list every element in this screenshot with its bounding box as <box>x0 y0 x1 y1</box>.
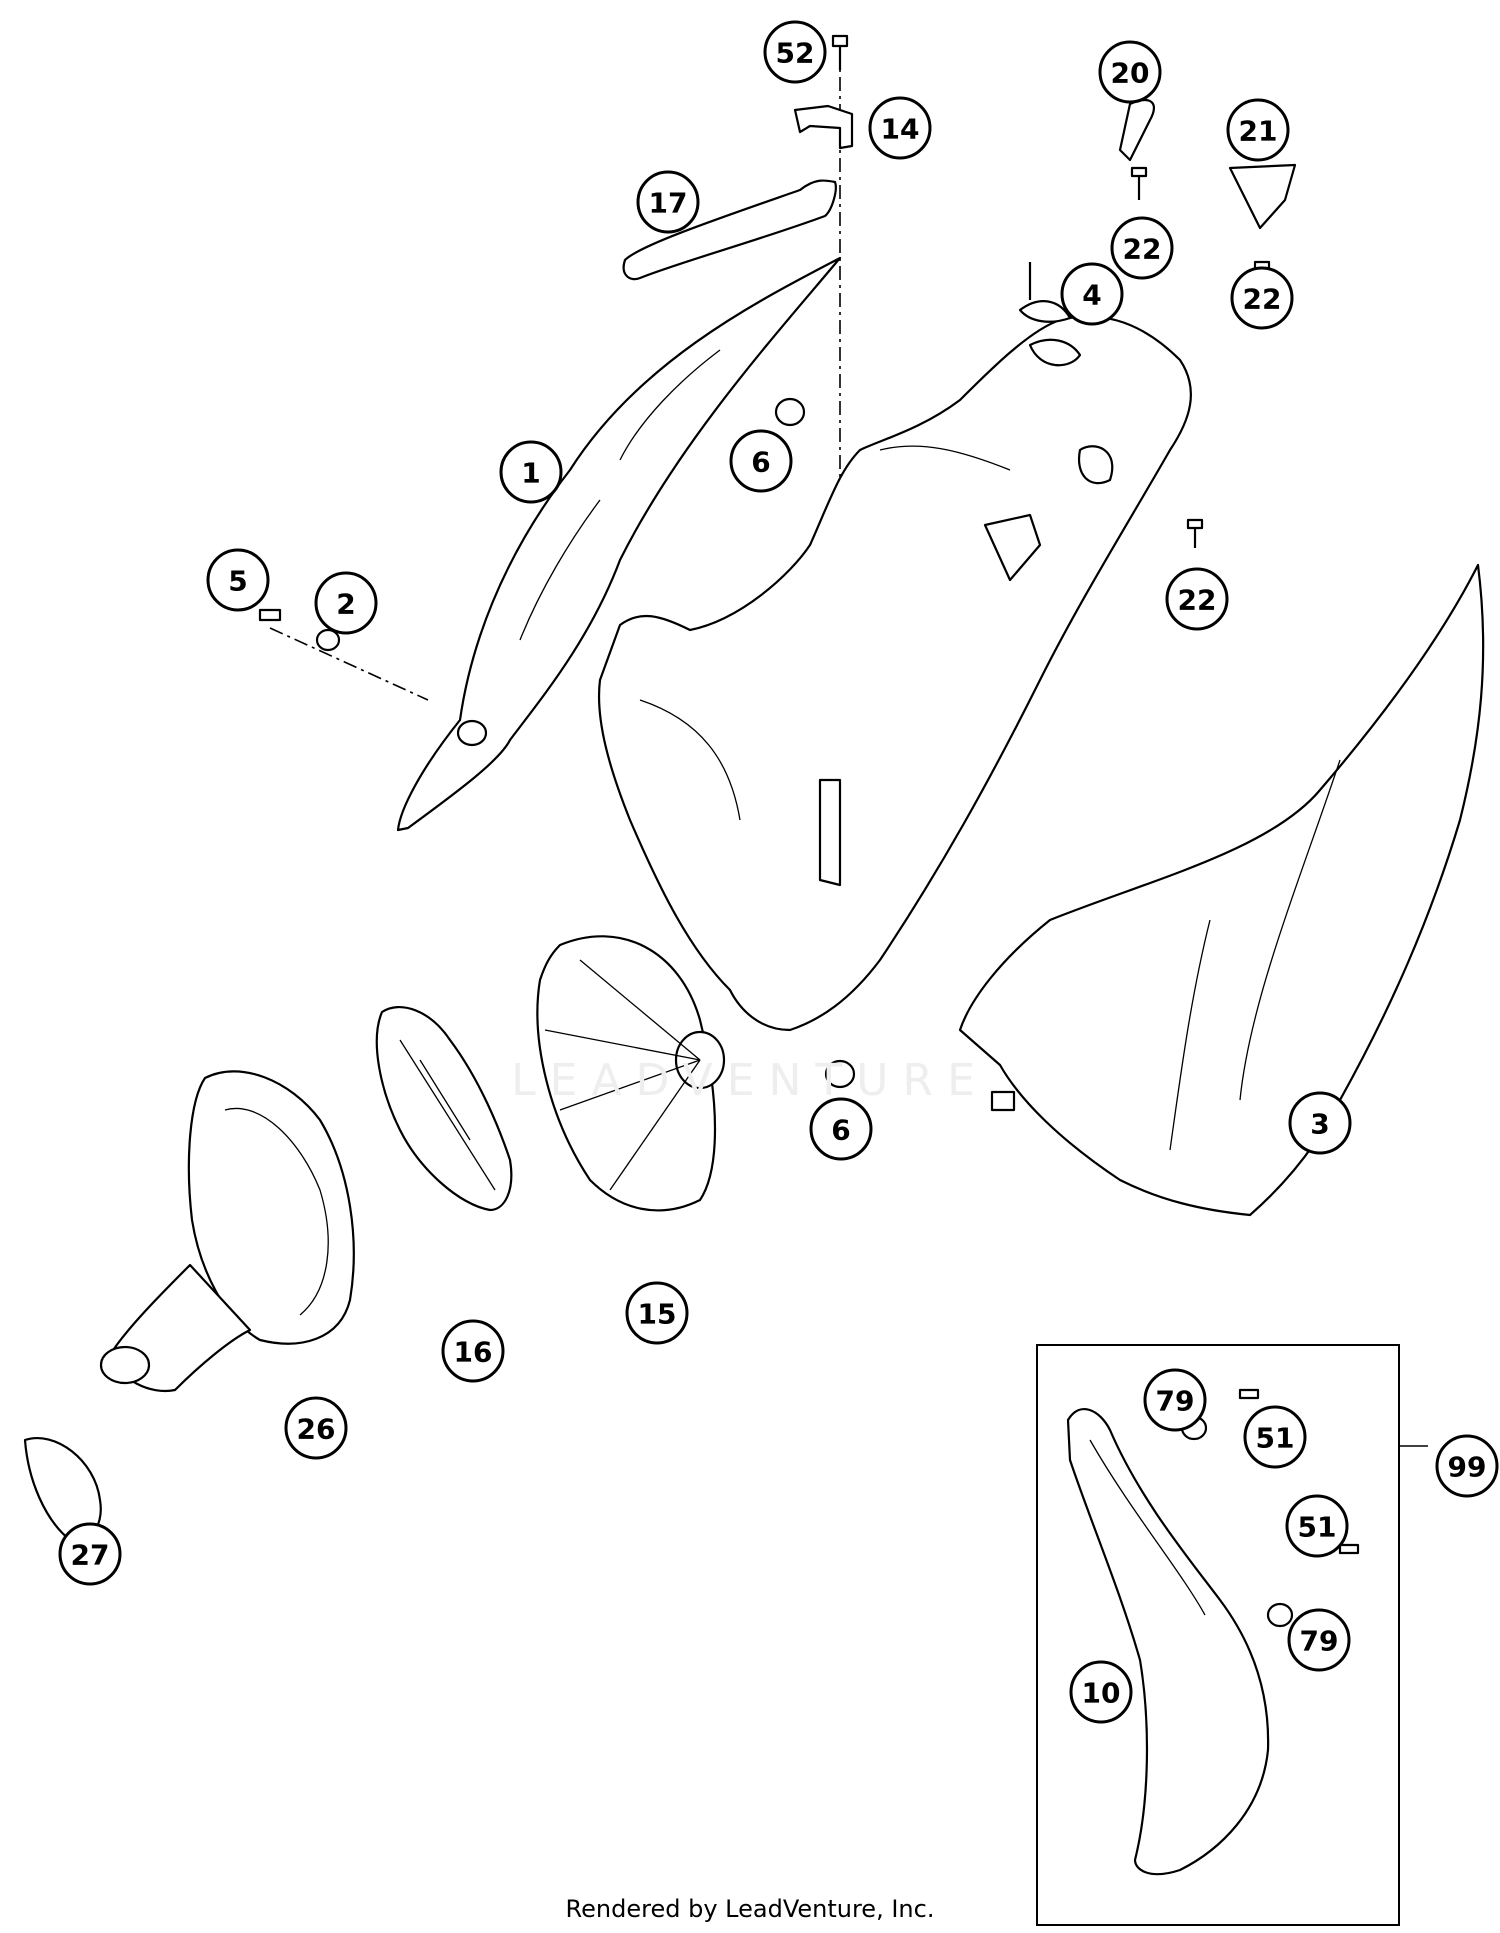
callout-2: 2 <box>314 571 378 635</box>
callout-circle <box>1285 1494 1349 1558</box>
callout-label: 15 <box>638 1298 677 1331</box>
watermark: LEADVENTURE <box>511 1055 989 1106</box>
callout-label: 22 <box>1123 233 1162 266</box>
callout-22: 22 <box>1230 266 1294 330</box>
callout-circle <box>763 20 827 84</box>
callout-4: 4 <box>1060 262 1124 326</box>
callout-circle <box>809 1097 873 1161</box>
footer-credit: Rendered by LeadVenture, Inc. <box>565 1895 935 1923</box>
callout-label: 27 <box>71 1539 110 1572</box>
callout-label: 21 <box>1239 115 1278 148</box>
callout-label: 79 <box>1156 1385 1195 1418</box>
callout-circle <box>499 440 563 504</box>
callout-6: 6 <box>809 1097 873 1161</box>
callout-circle <box>1226 98 1290 162</box>
side-panel-right-part <box>958 563 1485 1217</box>
airbox-part <box>597 315 1192 1032</box>
callout-label: 16 <box>454 1336 493 1369</box>
callout-15: 15 <box>625 1281 689 1345</box>
callout-label: 6 <box>831 1114 850 1147</box>
leader-lines <box>269 50 1428 1447</box>
callout-52: 52 <box>763 20 827 84</box>
callout-circle <box>1287 1608 1351 1672</box>
callout-1: 1 <box>499 440 563 504</box>
callout-10: 10 <box>1069 1660 1133 1724</box>
intake-duct-part <box>99 1070 355 1393</box>
callout-5: 5 <box>206 548 270 612</box>
callout-51: 51 <box>1243 1405 1307 1469</box>
callout-circle <box>1230 266 1294 330</box>
strap-part <box>622 179 837 281</box>
callout-16: 16 <box>441 1319 505 1383</box>
callout-circle <box>1288 1091 1352 1155</box>
screw-2-part <box>258 608 341 652</box>
callout-circle <box>729 429 793 493</box>
callout-circle <box>1243 1405 1307 1469</box>
fastener-21-part <box>1228 163 1297 230</box>
callout-label: 20 <box>1111 57 1150 90</box>
callout-label: 6 <box>751 446 770 479</box>
callout-79: 79 <box>1143 1368 1207 1432</box>
callout-circle <box>314 571 378 635</box>
callout-circle <box>1098 40 1162 104</box>
callout-14: 14 <box>868 96 932 160</box>
callout-label: 5 <box>228 565 247 598</box>
callout-label: 99 <box>1448 1451 1487 1484</box>
callout-label: 22 <box>1178 584 1217 617</box>
callout-label: 51 <box>1298 1511 1337 1544</box>
callout-circle <box>284 1396 348 1460</box>
callout-circle <box>441 1319 505 1383</box>
callout-label: 79 <box>1300 1625 1339 1658</box>
callout-99: 99 <box>1435 1434 1499 1498</box>
callout-3: 3 <box>1288 1091 1352 1155</box>
callout-label: 14 <box>881 113 920 146</box>
filter-cage-part <box>375 1005 513 1212</box>
rubber-grommet-part <box>1018 262 1072 323</box>
callout-27: 27 <box>58 1522 122 1586</box>
callout-circle <box>636 170 700 234</box>
callout-label: 17 <box>649 187 688 220</box>
callout-6: 6 <box>729 429 793 493</box>
callout-79: 79 <box>1287 1608 1351 1672</box>
callout-circle <box>206 548 270 612</box>
callout-label: 26 <box>297 1413 336 1446</box>
callout-circle <box>1110 216 1174 280</box>
callout-22: 22 <box>1165 567 1229 631</box>
callout-label: 4 <box>1082 279 1101 312</box>
callout-26: 26 <box>284 1396 348 1460</box>
callout-circle <box>868 96 932 160</box>
part-10-guard <box>1066 1408 1270 1876</box>
callout-51: 51 <box>1285 1494 1349 1558</box>
callout-circle <box>58 1522 122 1586</box>
callout-label: 2 <box>336 588 355 621</box>
kit-99-box <box>1036 1344 1400 1926</box>
callout-20: 20 <box>1098 40 1162 104</box>
clip-part <box>793 104 854 150</box>
callout-21: 21 <box>1226 98 1290 162</box>
callout-label: 51 <box>1256 1422 1295 1455</box>
callout-17: 17 <box>636 170 700 234</box>
callout-label: 52 <box>776 37 815 70</box>
nut-6-lower-part <box>824 1059 856 1089</box>
callout-label: 1 <box>521 457 540 490</box>
callout-circle <box>1069 1660 1133 1724</box>
screw-top-part <box>831 34 849 70</box>
callout-22: 22 <box>1110 216 1174 280</box>
air-filter-part <box>536 935 726 1212</box>
callout-circle <box>1165 567 1229 631</box>
callout-label: 10 <box>1082 1677 1121 1710</box>
callout-label: 3 <box>1310 1108 1329 1141</box>
callout-circle <box>1143 1368 1207 1432</box>
side-panel-left-part <box>396 256 842 832</box>
callout-circle <box>1060 262 1124 326</box>
callout-circle <box>625 1281 689 1345</box>
fastener-20-part <box>1118 99 1155 162</box>
nut-6-upper-part <box>774 397 806 427</box>
callout-label: 22 <box>1243 283 1282 316</box>
callout-circle <box>1435 1434 1499 1498</box>
